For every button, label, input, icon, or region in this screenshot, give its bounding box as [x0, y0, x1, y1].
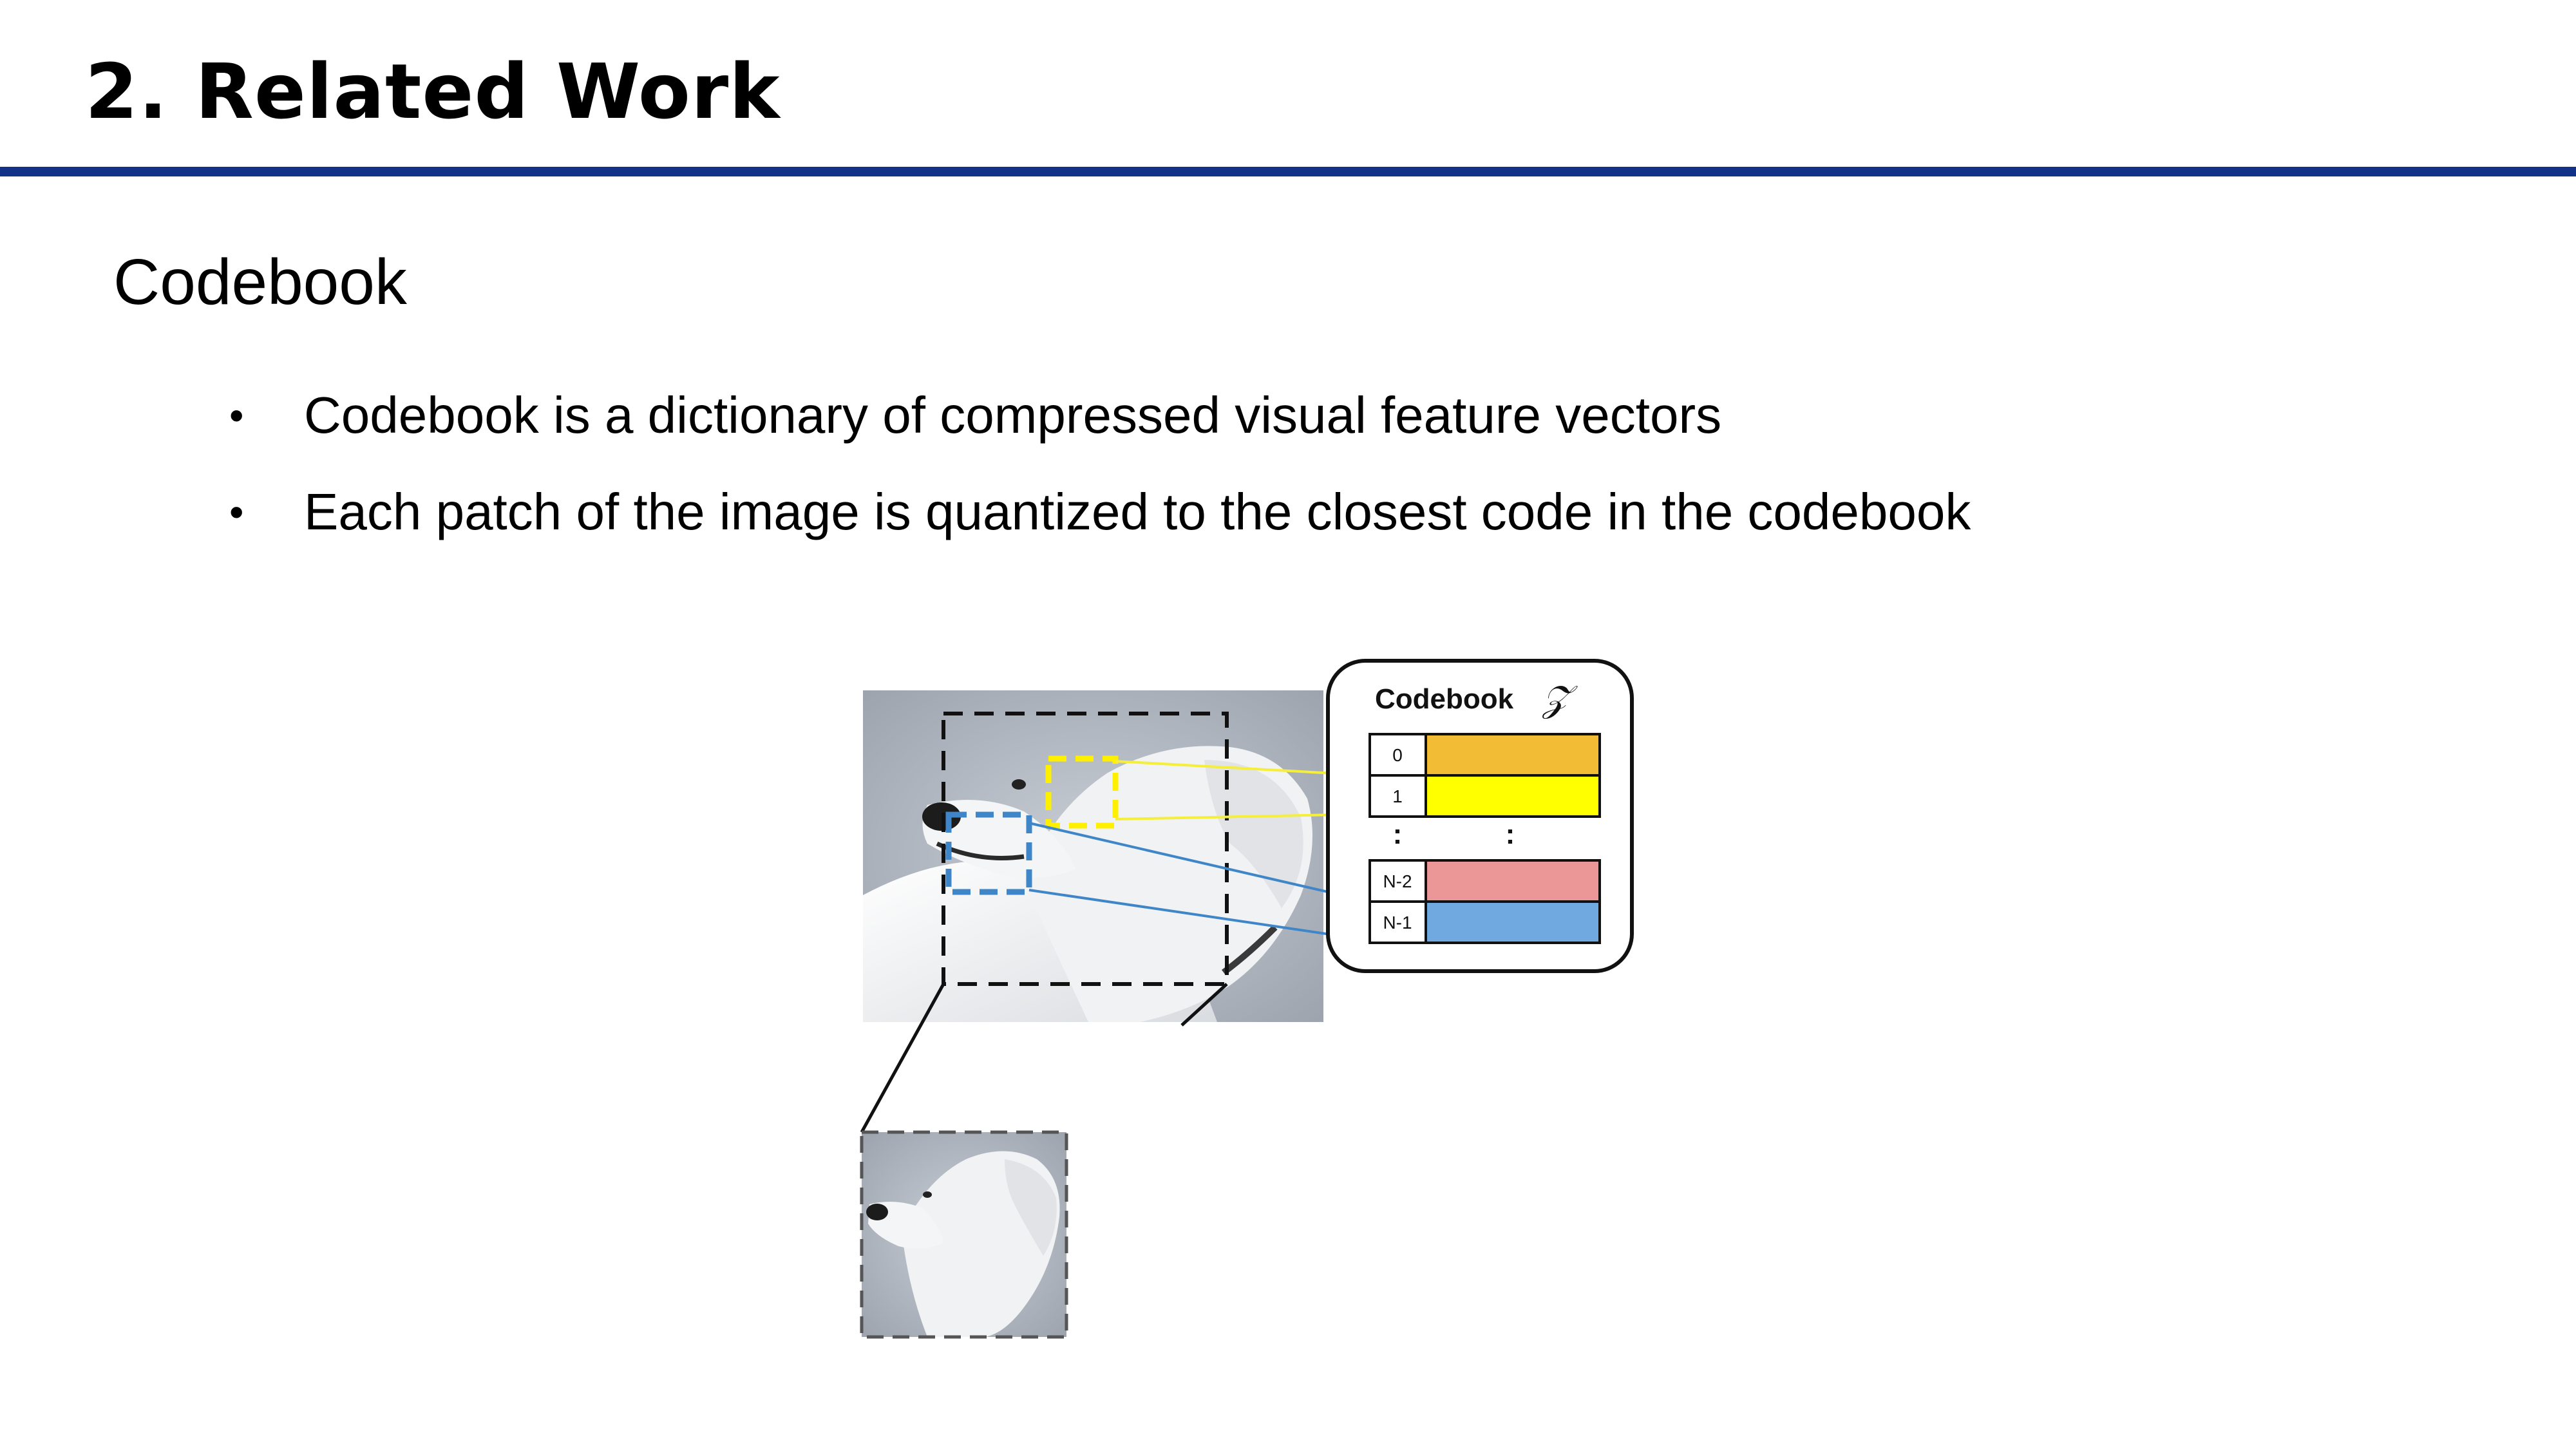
yellow-patch-box [1045, 755, 1119, 829]
ellipsis-vector: : [1506, 819, 1515, 850]
bullet-marker: • [229, 489, 244, 535]
title-divider [0, 167, 2576, 176]
codebook-entry: 1 [1368, 774, 1601, 818]
bullet-text: Each patch of the image is quantized to … [304, 483, 1971, 540]
slide-title: 2. Related Work [85, 47, 781, 136]
bullet-item: • Codebook is a dictionary of compressed… [229, 380, 1971, 477]
bullet-list: • Codebook is a dictionary of compressed… [229, 380, 1971, 573]
section-heading: Codebook [113, 246, 407, 318]
codebook-label: Codebook [1375, 683, 1514, 715]
codebook-entry: 0 [1368, 733, 1601, 777]
blue-connector-top [1028, 822, 1370, 903]
dog-photo [863, 690, 1323, 1022]
bullet-text: Codebook is a dictionary of compressed v… [304, 386, 1722, 444]
blue-patch-box [945, 811, 1032, 895]
ellipsis-index: : [1393, 819, 1403, 850]
crop-box [942, 712, 1229, 986]
zoom-line-left [860, 983, 945, 1133]
codebook-figure: Codebook 𝒵 0 1 : : N-2 N-1 [831, 650, 1668, 1352]
codebook-index: N-1 [1383, 913, 1412, 933]
dog-thumbnail [860, 1130, 1068, 1339]
codebook-entry: N-2 [1368, 859, 1601, 903]
blue-connector-bottom [1028, 889, 1370, 942]
codebook-entry: N-1 [1368, 900, 1601, 944]
bullet-item: • Each patch of the image is quantized t… [229, 477, 1971, 573]
codebook-index: 1 [1392, 786, 1403, 806]
codebook-diagram: Codebook 𝒵 0 1 : : N-2 N-1 [860, 659, 1634, 1339]
bullet-marker: • [229, 392, 244, 439]
codebook-index: 0 [1392, 745, 1403, 765]
codebook-index: N-2 [1383, 871, 1412, 891]
zoom-line-right [1180, 983, 1228, 1027]
